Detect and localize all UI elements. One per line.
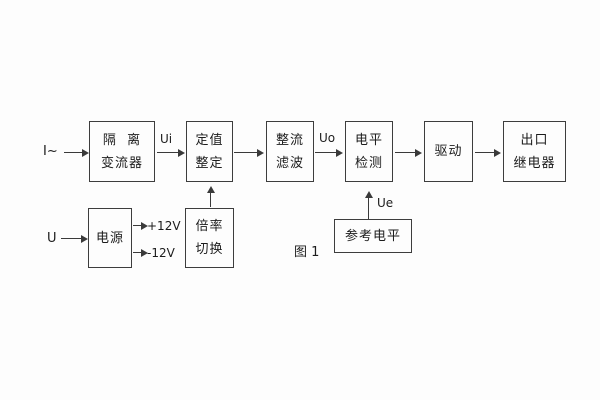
connector-input-to-isolation	[64, 148, 89, 157]
connector-level-to-drive	[395, 148, 422, 157]
input-voltage-label: U	[47, 231, 57, 246]
block-label-line: 隔 离	[102, 132, 142, 148]
block-label-line: 定值	[195, 132, 224, 148]
block-setting-adjust: 定值 整定	[186, 121, 233, 182]
block-output-relay: 出口 继电器	[503, 121, 566, 182]
block-label-line: 驱动	[434, 144, 463, 159]
arrowhead-right-icon	[257, 148, 264, 157]
block-power-supply: 电源	[88, 208, 132, 268]
block-level-detect: 电平 检测	[345, 121, 393, 182]
connector-power-to-minus12v	[133, 248, 148, 257]
connector-line	[315, 152, 336, 153]
connector-power-to-plus12v	[133, 221, 148, 230]
block-label-line: 滤波	[275, 155, 304, 171]
block-drive: 驱动	[424, 121, 473, 182]
block-label-line: 出口	[520, 132, 549, 148]
connector-line	[133, 225, 141, 226]
block-label-line: 倍率	[195, 219, 224, 234]
arrowhead-up-icon	[364, 191, 373, 198]
block-rectify-filter: 整流 滤波	[266, 121, 314, 182]
block-label-line: 检测	[354, 155, 383, 171]
rail-minus12v-label: -12V	[147, 246, 175, 260]
connector-line	[64, 152, 82, 153]
block-label-line: 整定	[195, 155, 224, 171]
signal-uo-label: Uo	[319, 131, 336, 145]
block-label-line: 参考电平	[344, 228, 401, 244]
block-isolation-transformer: 隔 离 变流器	[89, 121, 155, 182]
rail-plus12v-label: +12V	[147, 219, 181, 233]
connector-line	[133, 252, 141, 253]
arrowhead-up-icon	[206, 186, 215, 193]
block-label-line: 电平	[354, 132, 383, 148]
connector-line	[395, 152, 415, 153]
connector-line	[210, 193, 211, 207]
connector-voltage-to-power	[61, 234, 88, 243]
arrowhead-right-icon	[336, 148, 343, 157]
input-current-label: I~	[43, 144, 58, 159]
connector-line	[157, 152, 178, 153]
connector-rectify-to-level	[315, 148, 343, 157]
signal-ui-label: Ui	[160, 132, 173, 146]
arrowhead-right-icon	[141, 248, 148, 257]
block-label-line: 变流器	[100, 155, 143, 171]
block-label-line: 电源	[95, 230, 124, 246]
figure-caption: 图 1	[294, 245, 320, 260]
connector-multiplier-to-setting	[206, 186, 215, 207]
connector-drive-to-relay	[475, 148, 501, 157]
connector-isolation-to-setting	[157, 148, 185, 157]
block-multiplier-switch: 倍率 切换	[185, 208, 234, 268]
connector-line	[368, 198, 369, 219]
arrowhead-right-icon	[141, 221, 148, 230]
arrowhead-right-icon	[82, 148, 89, 157]
connector-line	[61, 238, 81, 239]
block-label-line: 继电器	[513, 155, 556, 171]
connector-setting-to-rectify	[234, 148, 264, 157]
arrowhead-right-icon	[415, 148, 422, 157]
block-reference-level: 参考电平	[334, 219, 412, 253]
connector-line	[475, 152, 494, 153]
signal-ue-label: Ue	[377, 196, 394, 210]
connector-reference-to-level	[364, 191, 373, 219]
connector-line	[234, 152, 257, 153]
block-label-line: 整流	[275, 132, 304, 148]
block-label-line: 切换	[195, 242, 224, 257]
arrowhead-right-icon	[81, 234, 88, 243]
arrowhead-right-icon	[178, 148, 185, 157]
arrowhead-right-icon	[494, 148, 501, 157]
